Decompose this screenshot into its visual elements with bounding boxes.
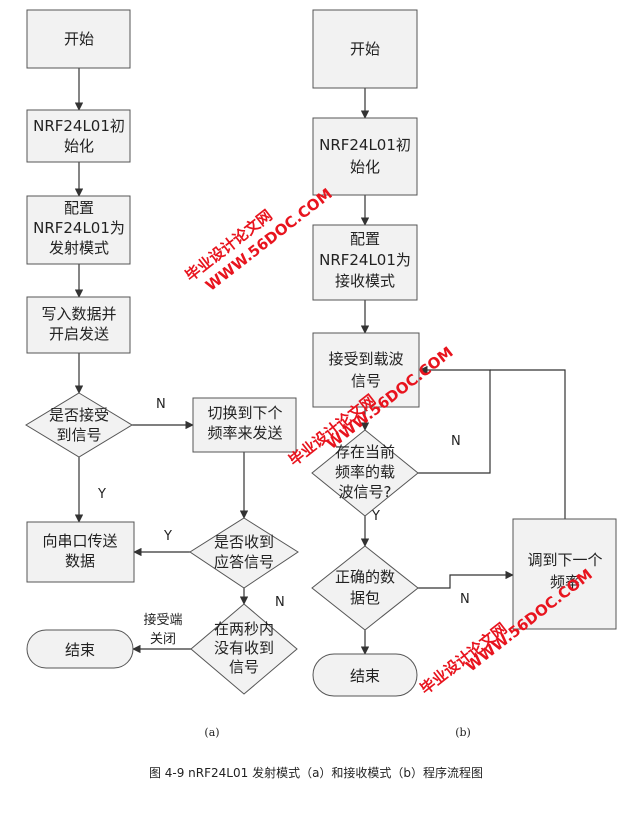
receive-label-b: 接受到载波信号 [328,350,403,390]
figure-caption: 图 4-9 nRF24L01 发射模式（a）和接收模式（b）程序流程图 [149,765,483,780]
serial-box-a [26,521,135,583]
switch-label-a: 切换到下个频率来发送 [207,404,282,442]
edge-label-n2-a: N [275,595,285,610]
config-box-a [26,195,131,265]
edge-label-y2-a: Y [163,529,172,544]
end-label-a: 结束 [65,641,95,659]
edge-label-n1-a: N [156,397,166,412]
tune-box-b [512,518,617,630]
start-box-b [312,9,418,89]
decision-received-label-a: 是否接受到信号 [49,406,109,444]
watermark-3: 毕业设计论文网 WWW.56DOC.COM [417,565,596,698]
sublabel-b: (b) [455,726,471,739]
init-label-a: NRF24L01初始化 [33,117,125,155]
edge-label-n1-b: N [451,434,461,449]
end-terminal-b [312,653,418,697]
connectors-a [74,68,249,654]
edge-label-n2-b: N [460,592,470,607]
decision-carrier-label-b: 存在当前频率的载波信号? [335,443,395,501]
start-label-a: 开始 [64,30,94,48]
edge-tune-loop-b [490,369,566,519]
end-label-b: 结束 [350,667,380,685]
decision-ack-label-a: 是否收到应答信号 [214,533,274,571]
serial-label-a: 向串口传送数据 [42,532,117,570]
switch-box-a [192,397,297,453]
watermark-3-line1: 毕业设计论文网 [417,619,511,698]
decision-packet-label-b: 正确的数据包 [335,568,395,607]
write-label-a: 写入数据并开启发送 [41,305,116,343]
tune-label-b: 调到下一个频率 [527,551,602,591]
receiver-closed-label-a: 接受端关闭 [143,612,182,647]
decision-timeout-label-a: 在两秒内没有收到信号 [214,620,274,676]
connectors-b [360,88,566,655]
decision-received-a [25,392,133,458]
edge-label-y1-a: Y [97,487,106,502]
end-terminal-a [26,629,134,669]
sublabel-a: (a) [204,726,219,739]
start-label-b: 开始 [350,40,380,58]
init-label-b: NRF24L01初始化 [319,136,411,176]
start-box-a [26,9,131,69]
config-box-b [312,224,418,301]
write-box-a [26,296,131,354]
init-box-b [312,117,418,196]
decision-packet-b [311,545,419,631]
init-box-a [26,109,131,163]
decision-carrier-b [311,429,419,517]
edge-carrier-loop-b [418,365,491,474]
edge-label-y-b: Y [371,509,380,524]
decision-timeout-a [190,603,298,695]
decision-ack-a [189,517,299,589]
receive-box-b [312,332,420,408]
edge-packet-tune-b [418,570,514,589]
